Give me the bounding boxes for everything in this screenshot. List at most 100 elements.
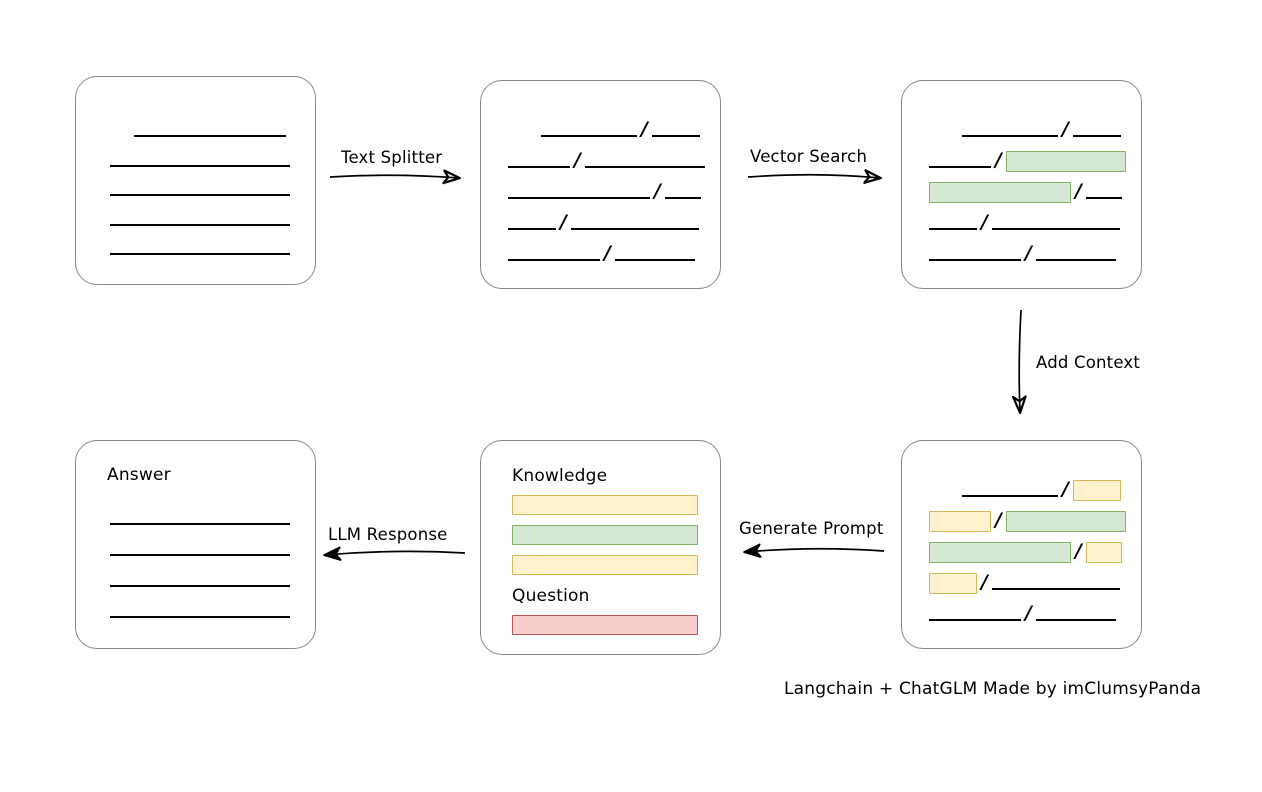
text-line-row: /	[508, 148, 705, 171]
arrow-generate-prompt	[745, 549, 885, 552]
text-rule	[110, 164, 290, 167]
text-rule	[110, 616, 290, 618]
text-rule	[508, 166, 570, 168]
separator-slash: /	[1062, 477, 1069, 500]
text-rule	[110, 523, 290, 525]
highlight-chip-green	[1005, 150, 1126, 172]
vector-hits-box[interactable]: / / / / /	[901, 80, 1142, 289]
text-rule	[584, 166, 705, 168]
text-line-row: /	[508, 210, 699, 233]
text-line-row	[110, 540, 290, 558]
separator-slash: /	[995, 148, 1002, 171]
edge-label-generate-prompt: Generate Prompt	[739, 519, 884, 538]
text-rule	[570, 228, 699, 230]
prompt-bar-yellow	[512, 555, 698, 575]
arrow-vector-search	[747, 175, 880, 178]
edge-label-llm-response: LLM Response	[328, 525, 448, 544]
text-rule	[1035, 619, 1116, 621]
prompt-bar-green	[512, 525, 698, 545]
text-line-row: /	[929, 210, 1120, 233]
text-rule	[962, 495, 1058, 497]
separator-slash: /	[654, 179, 661, 202]
text-line-row	[110, 509, 290, 527]
text-line-row: /	[962, 117, 1121, 140]
diagram-caption: Langchain + ChatGLM Made by imClumsyPand…	[784, 679, 1202, 699]
text-rule	[110, 223, 290, 226]
context-chunks-box[interactable]: / / / / /	[901, 440, 1142, 649]
text-line-row: /	[508, 179, 701, 202]
text-rule	[929, 619, 1021, 621]
text-line-row	[134, 121, 286, 139]
text-line-row: /	[929, 570, 1120, 594]
text-rule	[929, 228, 977, 230]
separator-slash: /	[1025, 601, 1032, 624]
text-rule	[991, 588, 1120, 590]
highlight-chip-yellow	[1085, 541, 1122, 563]
text-line-row	[110, 571, 290, 589]
separator-slash: /	[1062, 117, 1069, 140]
highlight-chip-green	[929, 541, 1071, 563]
text-rule	[614, 259, 695, 261]
highlight-chip-yellow	[929, 510, 991, 532]
text-line-row: /	[541, 119, 700, 139]
text-line-row: /	[929, 241, 1116, 264]
arrow-llm-response	[325, 551, 466, 555]
text-rule	[508, 259, 600, 261]
knowledge-label: Knowledge	[512, 466, 608, 486]
text-line-row: /	[962, 477, 1121, 501]
edge-label-add-context: Add Context	[1036, 353, 1141, 372]
text-rule	[929, 259, 1021, 261]
text-line-row: /	[929, 601, 1116, 624]
text-line-row: /	[929, 148, 1126, 172]
separator-slash: /	[1025, 241, 1032, 264]
text-line-row	[110, 180, 290, 198]
text-line-row: /	[929, 179, 1122, 203]
text-rule	[541, 135, 637, 137]
separator-slash: /	[574, 148, 581, 171]
text-rule	[110, 194, 290, 196]
text-line-row	[110, 210, 290, 228]
text-line-row	[110, 239, 290, 257]
text-rule	[991, 228, 1120, 230]
separator-slash: /	[981, 570, 988, 593]
text-rule	[651, 135, 700, 137]
answer-box[interactable]: Answer	[75, 440, 316, 649]
separator-slash: /	[995, 508, 1002, 531]
arrow-text-splitter	[329, 175, 459, 178]
text-line-row: /	[929, 508, 1126, 532]
text-rule	[508, 228, 556, 230]
highlight-chip-green	[929, 181, 1071, 203]
answer-title: Answer	[107, 465, 171, 485]
separator-slash: /	[1075, 179, 1082, 202]
separator-slash: /	[560, 210, 567, 233]
text-rule	[1035, 259, 1116, 261]
separator-slash: /	[604, 241, 611, 264]
text-line-row	[110, 151, 290, 169]
text-rule	[110, 554, 290, 556]
text-rule	[1072, 135, 1121, 137]
prompt-bar-yellow	[512, 495, 698, 515]
question-label: Question	[512, 586, 590, 606]
prompt-box[interactable]: Knowledge Question	[480, 440, 721, 655]
text-rule	[134, 135, 286, 137]
text-rule	[110, 585, 290, 587]
split-chunks-box[interactable]: / / / / /	[480, 80, 721, 289]
text-rule	[664, 197, 701, 199]
edge-label-vector-search: Vector Search	[750, 147, 868, 166]
text-line-row	[110, 602, 290, 620]
prompt-bar-red	[512, 615, 698, 635]
text-rule	[929, 166, 991, 168]
text-rule	[962, 135, 1058, 137]
edge-label-text-splitter: Text Splitter	[341, 148, 443, 167]
separator-slash: /	[1075, 539, 1082, 562]
highlight-chip-yellow	[929, 572, 977, 594]
text-rule	[1085, 197, 1122, 199]
highlight-chip-green	[1005, 510, 1126, 532]
text-rule	[110, 253, 290, 255]
text-rule	[508, 197, 650, 199]
text-line-row: /	[929, 539, 1122, 563]
highlight-chip-yellow	[1072, 479, 1121, 501]
source-document-box[interactable]	[75, 76, 316, 285]
separator-slash: /	[981, 210, 988, 233]
